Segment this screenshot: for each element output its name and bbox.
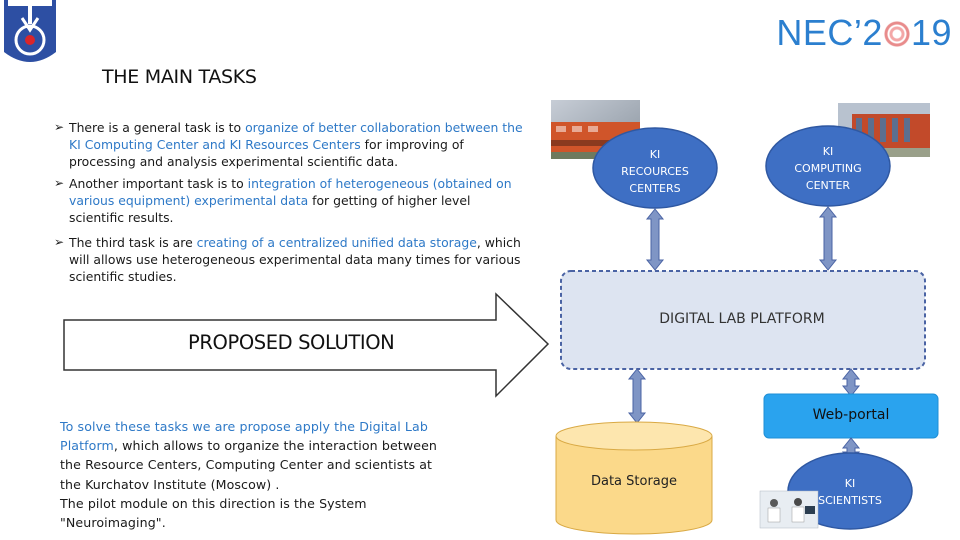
conference-logo-mark-icon xyxy=(882,20,911,48)
task-item: ➢ Another important task is to integrati… xyxy=(54,175,524,226)
platform-portal-link xyxy=(841,368,861,397)
task-highlight: integration of heterogeneous (obtained o… xyxy=(69,176,512,208)
task-highlight: organize of better collaboration between… xyxy=(69,120,523,152)
scientists-image xyxy=(759,490,819,529)
conference-logo: NEC’2 19 xyxy=(776,12,952,54)
task-text: for improving of processing and analysis… xyxy=(69,137,464,169)
task-text: Another important task is to xyxy=(69,176,248,191)
task-item: ➢ The third task is are creating of a ce… xyxy=(54,234,524,285)
task-text: , which will allows use heterogeneous ex… xyxy=(69,235,521,284)
node-line: SCIENTISTS xyxy=(818,494,882,507)
solution-description: To solve these tasks we are propose appl… xyxy=(60,417,450,532)
node-line: CENTER xyxy=(805,179,851,192)
node-line: KI xyxy=(649,148,661,161)
task-text: There is a general task is to xyxy=(69,120,246,135)
institute-logo-icon xyxy=(4,0,56,62)
arrow-bullet-icon: ➢ xyxy=(54,120,65,134)
data-storage-cylinder xyxy=(555,421,713,535)
computing-node-label: KI COMPUTING CENTER xyxy=(773,143,883,194)
task-highlight: creating of a centralized unified data s… xyxy=(196,235,477,250)
solution-text: , which allows to organize the interacti… xyxy=(60,438,438,492)
node-line: KI xyxy=(822,145,834,158)
web-portal-label: Web-portal xyxy=(812,407,890,423)
proposed-solution-label: PROPOSED SOLUTION xyxy=(188,331,395,354)
resources-node-label: KI RECOURCES CENTERS xyxy=(600,146,710,197)
computing-node xyxy=(765,125,891,207)
solution-highlight: To solve these tasks we are propose appl… xyxy=(60,419,428,454)
task-text: for getting of higher level scientific r… xyxy=(69,193,471,225)
task-item: ➢ There is a general task is to organize… xyxy=(54,119,524,170)
digital-lab-platform-label: DIGITAL LAB PLATFORM xyxy=(659,311,825,327)
conference-logo-text: NEC’2 xyxy=(776,12,883,53)
conference-logo-year: 19 xyxy=(910,12,952,53)
pilot-module-text: The pilot module on this direction is th… xyxy=(60,495,367,531)
task-list: ➢ There is a general task is to organize… xyxy=(54,119,524,290)
resources-building-image xyxy=(551,100,640,159)
digital-lab-platform-box xyxy=(560,270,926,370)
node-line: CENTERS xyxy=(629,182,681,195)
arrow-bullet-icon: ➢ xyxy=(54,176,65,190)
node-line: RECOURCES xyxy=(621,165,689,178)
page-title: THE MAIN TASKS xyxy=(102,66,257,88)
resources-node xyxy=(592,127,718,209)
proposed-solution-arrow xyxy=(63,292,550,398)
node-line: COMPUTING xyxy=(794,162,862,175)
arrow-bullet-icon: ➢ xyxy=(54,235,65,249)
data-storage-label: Data Storage xyxy=(590,474,678,489)
computing-platform-link xyxy=(818,206,838,271)
task-text: The third task is are xyxy=(69,235,197,250)
platform-storage-link xyxy=(627,368,647,424)
resources-platform-link xyxy=(645,208,665,271)
scientists-node-label: KI SCIENTISTS xyxy=(795,475,905,509)
node-line: KI xyxy=(844,477,856,490)
